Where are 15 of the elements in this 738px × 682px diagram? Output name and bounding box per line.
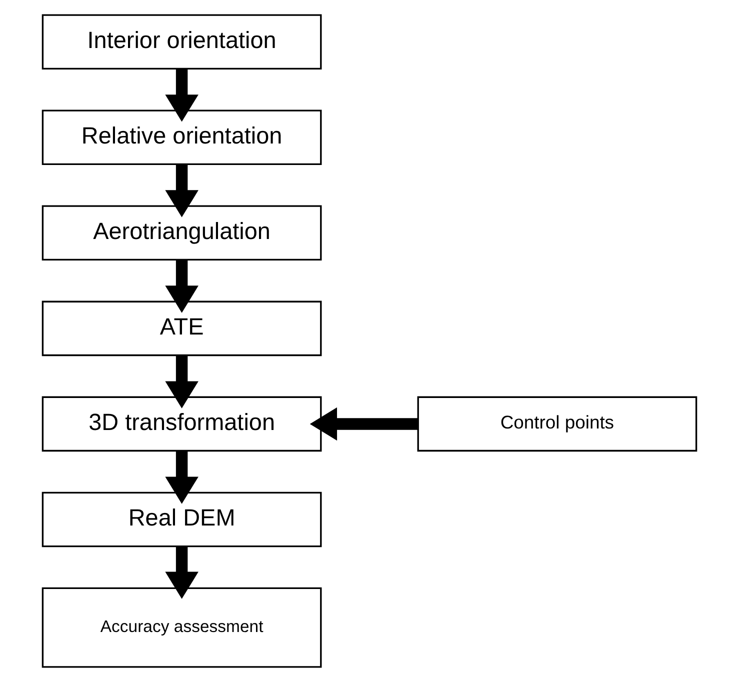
- arrow: [164, 355, 198, 408]
- node-box: Control points: [416, 396, 697, 452]
- node-box: Interior orientation: [41, 14, 322, 70]
- node-box: Relative orientation: [41, 110, 322, 166]
- arrow: [164, 546, 198, 599]
- node-box: 3D transformation: [41, 396, 322, 452]
- node-box: Accuracy assessment: [41, 587, 322, 668]
- arrow: [309, 407, 418, 441]
- node-box: Real DEM: [41, 492, 322, 548]
- arrow: [164, 68, 198, 122]
- arrow: [164, 450, 198, 504]
- arrow: [164, 164, 198, 218]
- arrow: [164, 260, 198, 313]
- node-box: Aerotriangulation: [41, 205, 322, 261]
- node-box: ATE: [41, 300, 322, 356]
